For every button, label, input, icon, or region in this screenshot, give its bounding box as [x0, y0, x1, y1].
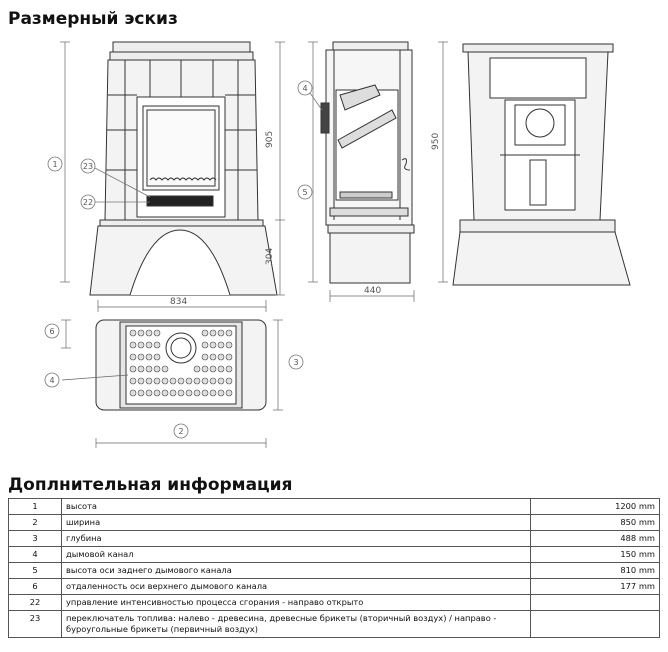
row-number: 3 [8, 530, 62, 547]
front-view [89, 41, 278, 296]
row-number: 23 [8, 610, 62, 638]
callout-2: 2 [178, 427, 183, 436]
row-label: глубина [61, 530, 531, 547]
side-view [320, 41, 415, 284]
dimension-drawing: 905 304 834 440 950 1 23 22 4 5 6 3 2 4 [44, 41, 631, 448]
row-label: высота [61, 498, 531, 515]
row-number: 22 [8, 594, 62, 611]
dim-834: 834 [170, 297, 187, 307]
row-number: 2 [8, 514, 62, 531]
row-value: 810 mm [530, 562, 660, 579]
row-value: 150 mm [530, 546, 660, 563]
row-value: 850 mm [530, 514, 660, 531]
callout-4-side: 4 [302, 84, 307, 93]
row-value: 488 mm [530, 530, 660, 547]
row-label: управление интенсивностью процесса сгора… [61, 594, 531, 611]
dim-304: 304 [265, 248, 275, 265]
callout-6: 6 [49, 327, 54, 336]
dim-950: 950 [431, 133, 441, 150]
top-view [95, 319, 267, 411]
row-value [530, 594, 660, 611]
row-value [530, 610, 660, 638]
row-label: переключатель топлива: налево - древесин… [61, 610, 531, 638]
callout-1: 1 [52, 160, 57, 169]
dim-440: 440 [364, 286, 381, 296]
back-view [452, 43, 631, 286]
callout-5: 5 [302, 188, 307, 197]
callout-4-top: 4 [49, 376, 54, 385]
sketch-title: Размерный эскиз [8, 9, 178, 29]
dim-905: 905 [265, 131, 275, 148]
info-title: Доплнительная информация [8, 475, 293, 495]
row-number: 4 [8, 546, 62, 563]
row-label: высота оси заднего дымового канала [61, 562, 531, 579]
row-number: 6 [8, 578, 62, 595]
row-label: отдаленность оси верхнего дымового канал… [61, 578, 531, 595]
row-label: дымовой канал [61, 546, 531, 563]
row-label: ширина [61, 514, 531, 531]
callout-3: 3 [293, 358, 298, 367]
row-value: 177 mm [530, 578, 660, 595]
callout-22: 22 [83, 198, 93, 207]
row-number: 1 [8, 498, 62, 515]
row-number: 5 [8, 562, 62, 579]
callout-23: 23 [83, 162, 93, 171]
row-value: 1200 mm [530, 498, 660, 515]
